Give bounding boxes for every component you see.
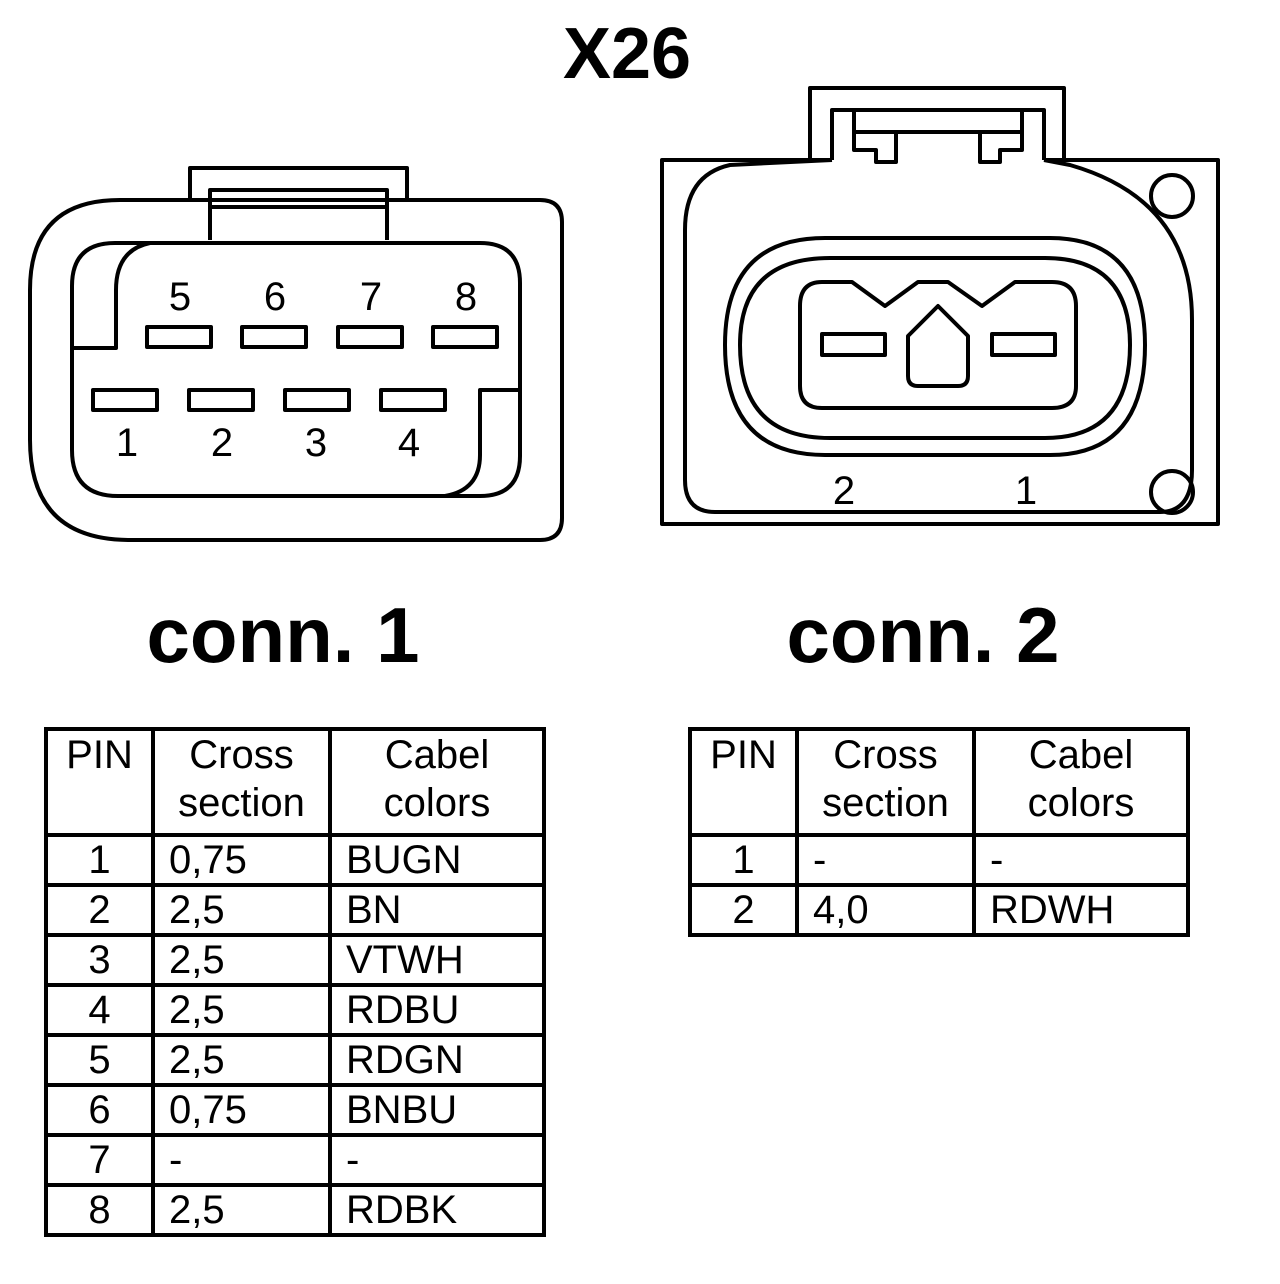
table-row: 5 2,5 RDGN: [44, 1033, 546, 1087]
connector-2-mount-hole: [1149, 469, 1195, 515]
header-pin: PIN: [44, 727, 155, 837]
connector-2-latch: [808, 86, 1066, 162]
table-row: 6 0,75 BNBU: [44, 1083, 546, 1137]
connector-2-flange: [660, 158, 1220, 526]
header-pin: PIN: [688, 727, 799, 837]
cell-cable-color: BNBU: [328, 1083, 546, 1137]
connector-1-pin-4: [379, 388, 447, 412]
table-row: 8 2,5 RDBK: [44, 1183, 546, 1237]
connector-2-mount-hole: [1149, 173, 1195, 219]
table-row: 2 4,0 RDWH: [688, 883, 1190, 937]
connector-1-pin-label: 7: [360, 275, 382, 319]
connector-2-pin-label: 1: [1015, 469, 1037, 513]
table-row: 7 - -: [44, 1133, 546, 1187]
cell-pin: 2: [44, 883, 155, 937]
connector-2-cavity: [798, 280, 1078, 410]
connector-1-label: conn. 1: [146, 591, 419, 679]
cell-cable-color: BUGN: [328, 833, 546, 887]
cell-cross-section: -: [151, 1133, 332, 1187]
connector-1-pin-label: 6: [264, 275, 286, 319]
connector-1-pin-7: [336, 325, 404, 349]
table-row: 3 2,5 VTWH: [44, 933, 546, 987]
cell-cable-color: RDGN: [328, 1033, 546, 1087]
connector-1-pin-1: [91, 388, 159, 412]
connector-1-pin-8: [431, 325, 499, 349]
cell-cross-section: 2,5: [151, 1183, 332, 1237]
diagram-title: X26: [563, 14, 691, 94]
connector-2-drawing: [660, 86, 1220, 526]
cell-cross-section: 0,75: [151, 833, 332, 887]
cell-cable-color: VTWH: [328, 933, 546, 987]
cell-cross-section: 4,0: [795, 883, 976, 937]
cell-cable-color: RDBK: [328, 1183, 546, 1237]
connector-1-pin-6: [240, 325, 308, 349]
cell-pin: 3: [44, 933, 155, 987]
table-row: 2 2,5 BN: [44, 883, 546, 937]
table-row: 1 0,75 BUGN: [44, 833, 546, 887]
cell-cross-section: 0,75: [151, 1083, 332, 1137]
connector-1-housing: [28, 198, 564, 542]
connector-1-pin-5: [145, 325, 213, 349]
cell-pin: 1: [688, 833, 799, 887]
cell-pin: 6: [44, 1083, 155, 1137]
connector-2-label: conn. 2: [786, 591, 1059, 679]
cell-pin: 5: [44, 1033, 155, 1087]
connector-1-pin-label: 4: [398, 421, 420, 465]
cell-cross-section: 2,5: [151, 983, 332, 1037]
cell-cross-section: -: [795, 833, 976, 887]
cell-cross-section: 2,5: [151, 933, 332, 987]
cell-cross-section: 2,5: [151, 883, 332, 937]
cell-cable-color: -: [328, 1133, 546, 1187]
connector-1-cavity: [70, 241, 522, 498]
connector-1-pin-2: [187, 388, 255, 412]
table-row: 4 2,5 RDBU: [44, 983, 546, 1037]
cell-cable-color: BN: [328, 883, 546, 937]
connector-1-pin-label: 2: [211, 421, 233, 465]
connector-1-pin-label: 5: [169, 275, 191, 319]
connector-2-pin-2: [820, 332, 887, 357]
cell-cable-color: RDWH: [972, 883, 1190, 937]
connector-2-seal: [723, 236, 1147, 457]
connector-2-pin-1: [990, 332, 1057, 357]
cell-pin: 7: [44, 1133, 155, 1187]
connector-1-pin-label: 3: [305, 421, 327, 465]
cell-pin: 8: [44, 1183, 155, 1237]
connector-1-latch: [188, 166, 409, 200]
connector-1-pin-label: 8: [455, 275, 477, 319]
connector-2-pin-label: 2: [833, 469, 855, 513]
cell-pin: 1: [44, 833, 155, 887]
connector-2-housing: [683, 158, 1194, 514]
cell-cable-color: -: [972, 833, 1190, 887]
connector-diagram: X26 5 6 7 8 1 2 3 4: [28, 14, 1220, 679]
connector-1-drawing: [28, 166, 564, 542]
cell-cross-section: 2,5: [151, 1033, 332, 1087]
connector-1-pin-3: [283, 388, 351, 412]
cell-pin: 4: [44, 983, 155, 1037]
cell-pin: 2: [688, 883, 799, 937]
cell-cable-color: RDBU: [328, 983, 546, 1037]
connector-1-pin-label: 1: [116, 421, 138, 465]
table-row: 1 - -: [688, 833, 1190, 887]
